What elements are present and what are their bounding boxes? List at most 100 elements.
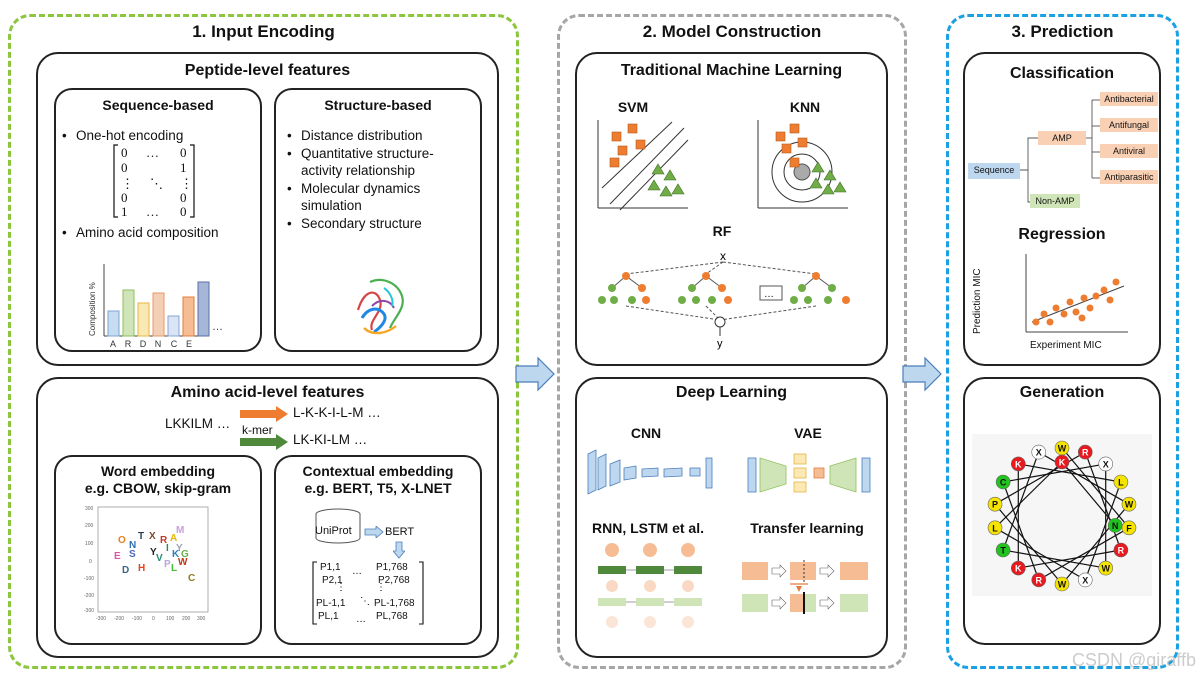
svg-text:N: N <box>155 339 162 349</box>
helix-residue: K <box>1054 454 1070 470</box>
bert-label: BERT <box>385 526 415 538</box>
mat-p21: P2,1 <box>322 575 343 586</box>
svg-text:0: 0 <box>180 145 187 160</box>
svg-text:0: 0 <box>121 145 128 160</box>
regression-scatter <box>1025 254 1128 333</box>
svg-text:0: 0 <box>121 190 128 205</box>
dl-title: Deep Learning <box>675 384 788 401</box>
svg-text:E: E <box>186 339 192 349</box>
svg-text:C: C <box>171 339 178 349</box>
embedding-matrix-brackets: … ⋮ ⋮ ⋱ … <box>312 561 424 625</box>
svg-text:…: … <box>764 289 774 300</box>
svg-text:⋱: ⋱ <box>360 596 370 607</box>
svg-text:A: A <box>170 533 177 544</box>
transfer-label: Transfer learning <box>750 520 864 536</box>
svg-text:C: C <box>188 573 195 584</box>
svg-text:-300: -300 <box>84 608 94 614</box>
sequence-node: Sequence <box>968 163 1020 179</box>
model-construction-title: 2. Model Construction <box>642 22 822 41</box>
svg-text:100: 100 <box>85 541 94 547</box>
svg-text:1: 1 <box>180 160 187 175</box>
panel-arrow-1 <box>515 356 555 392</box>
svg-text:M: M <box>176 525 184 536</box>
prediction-title: 3. Prediction <box>1011 22 1114 41</box>
prediction-panel <box>946 14 1179 669</box>
svg-text:R: R <box>125 339 132 349</box>
mat-pl-11: PL-1,1 <box>316 598 346 609</box>
svg-text:⋱: ⋱ <box>150 176 163 191</box>
aa-level-title: Amino acid-level features <box>170 384 365 401</box>
svg-text:Y: Y <box>150 547 157 558</box>
class-antiviral: Antiviral <box>1100 144 1158 158</box>
helix-residue: W <box>1054 440 1070 456</box>
svg-text:V: V <box>156 553 163 564</box>
helix-residue: P <box>987 496 1003 512</box>
svg-text:⋮: ⋮ <box>336 582 346 593</box>
svg-text:W: W <box>178 557 188 568</box>
regression-xlabel: Experiment MIC <box>1030 340 1102 351</box>
uniprot-label: UniProt <box>315 525 352 537</box>
word-embedding-sub: e.g. CBOW, skip-gram <box>84 480 232 496</box>
svg-text:X: X <box>1103 459 1109 469</box>
svg-text:W: W <box>1058 444 1067 454</box>
mat-p11: P1,1 <box>320 562 341 573</box>
helix-residue: W <box>1098 560 1114 576</box>
svg-text:E: E <box>114 551 121 562</box>
tml-title: Traditional Machine Learning <box>620 62 843 79</box>
helix-residue: W <box>1054 576 1070 592</box>
amp-node: AMP <box>1038 131 1086 145</box>
structure-item-1: Distance distribution <box>285 127 470 144</box>
svm-label: SVM <box>617 99 649 115</box>
helix-residue: N <box>1107 518 1123 533</box>
svg-text:W: W <box>1058 580 1067 590</box>
svg-text:0: 0 <box>180 190 187 205</box>
svg-text:N: N <box>1112 521 1119 531</box>
peptide-level-title: Peptide-level features <box>184 62 351 79</box>
svg-text:H: H <box>138 563 145 574</box>
uniprot-database-icon <box>315 508 361 544</box>
helix-residue: X <box>1077 572 1093 588</box>
input-encoding-panel <box>8 14 519 669</box>
svg-text:K: K <box>1015 564 1022 574</box>
svg-text:-300: -300 <box>96 616 106 622</box>
svg-text:L: L <box>171 563 177 574</box>
classification-tree-lines <box>1020 99 1100 203</box>
svg-text:W: W <box>1125 500 1134 510</box>
input-encoding-title: 1. Input Encoding <box>192 22 335 41</box>
svg-text:0: 0 <box>152 616 155 622</box>
one-hot-item: One-hot encoding <box>60 127 260 144</box>
svg-text:K: K <box>1015 459 1022 469</box>
mat-p2768: P2,768 <box>378 575 410 586</box>
svg-text:-100: -100 <box>84 576 94 582</box>
dl-box <box>575 377 888 658</box>
generation-title: Generation <box>1019 384 1105 401</box>
svg-text:⋮: ⋮ <box>376 582 386 593</box>
model-construction-panel <box>557 14 907 669</box>
svg-text:1: 1 <box>121 204 128 219</box>
svg-text:S: S <box>129 549 136 560</box>
class-antibacterial: Antibacterial <box>1100 92 1158 106</box>
svg-text:P: P <box>164 559 171 570</box>
bar-ylabel: Composition % <box>88 282 97 336</box>
svg-text:-200: -200 <box>84 593 94 599</box>
svg-text:R: R <box>1082 448 1089 458</box>
kmer-input: LKKILM … <box>165 416 231 431</box>
svg-text:300: 300 <box>85 506 94 512</box>
svg-text:X: X <box>149 531 156 542</box>
structure-item-3: Molecular dynamics simulation <box>285 180 470 214</box>
uniprot-to-bert-arrow <box>364 526 384 538</box>
word-embedding-title: Word embedding <box>100 463 216 479</box>
vae-diagram <box>747 453 871 493</box>
svg-text:T: T <box>1000 546 1006 556</box>
svg-text:…: … <box>212 321 223 333</box>
svg-text:L: L <box>992 523 998 533</box>
vae-label: VAE <box>794 425 822 441</box>
kmer-output-2: LK-KI-LM … <box>293 432 368 447</box>
mat-pl768: PL,768 <box>376 611 408 622</box>
class-antifungal: Antifungal <box>1100 118 1158 132</box>
svg-text:D: D <box>140 339 147 349</box>
svm-plot <box>597 120 689 211</box>
structure-based-title: Structure-based <box>324 97 432 113</box>
non-amp-node: Non-AMP <box>1030 194 1080 208</box>
random-forest-diagram: x … y <box>598 249 850 350</box>
